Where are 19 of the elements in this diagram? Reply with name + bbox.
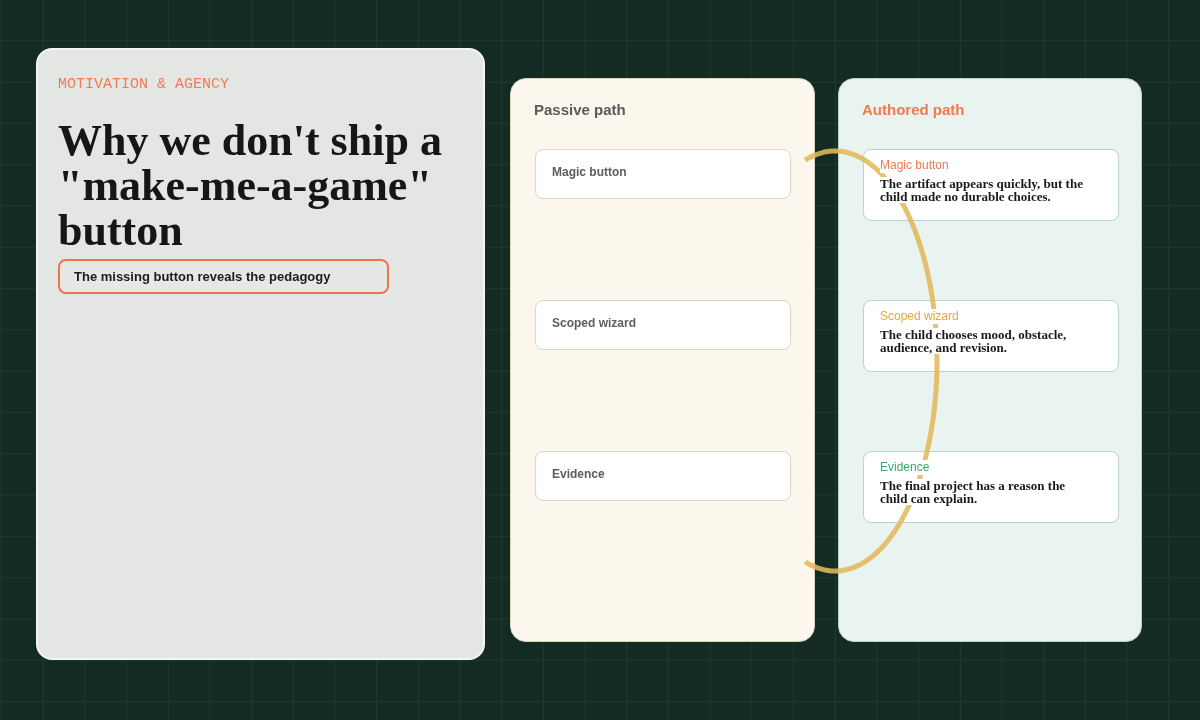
title: Why we don't ship a "make-me-a-game" button bbox=[58, 118, 443, 253]
step-title: Evidence bbox=[880, 460, 930, 475]
column-panel bbox=[510, 78, 815, 642]
step-card bbox=[535, 149, 791, 199]
callout-pill bbox=[58, 259, 389, 294]
step-card bbox=[535, 300, 791, 350]
step-card bbox=[863, 149, 1119, 221]
step-card bbox=[863, 300, 1119, 372]
column-heading: Authored path bbox=[862, 101, 965, 119]
step-card bbox=[535, 451, 791, 501]
step-title: Magic button bbox=[880, 158, 949, 173]
step-title: Magic button bbox=[552, 165, 627, 180]
column-panel bbox=[838, 78, 1142, 642]
step-title: Scoped wizard bbox=[552, 316, 637, 331]
step-card bbox=[863, 451, 1119, 523]
column-heading: Passive path bbox=[534, 101, 626, 119]
step-title: Scoped wizard bbox=[880, 309, 959, 324]
kicker-text: MOTIVATION & AGENCY bbox=[58, 76, 230, 93]
callout-text: The missing button reveals the pedagogy bbox=[74, 268, 331, 285]
